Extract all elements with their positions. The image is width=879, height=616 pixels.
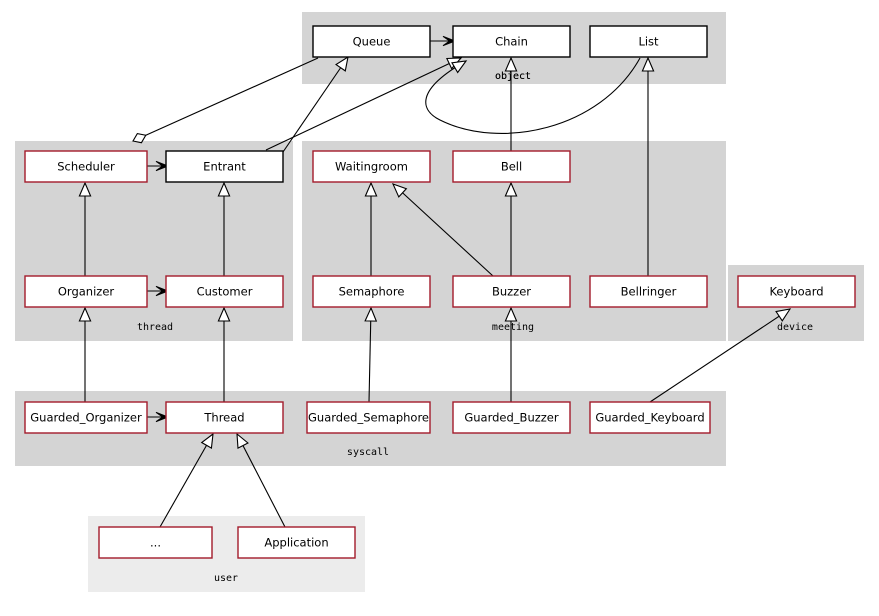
class-box-rect-keyboard[interactable]: [737, 275, 856, 308]
edge-list-curve-to-chain: [425, 57, 641, 134]
generalization-arrowhead-organizer-inherits-scheduler: [78, 181, 92, 197]
class-box-rect-customer[interactable]: [165, 275, 284, 308]
class-box-entrant[interactable]: Entrant: [165, 150, 284, 183]
class-box-application[interactable]: Application: [237, 526, 356, 559]
class-box-rect-guarded_keyboard[interactable]: [589, 401, 711, 434]
class-box-rect-scheduler[interactable]: [24, 150, 148, 183]
class-box-rect-ellipsis[interactable]: [98, 526, 213, 559]
class-label-thread: Thread: [203, 411, 244, 425]
class-box-rect-bellringer[interactable]: [589, 275, 708, 308]
edge-guardedkeyboard-inherits-keyboard: [649, 308, 791, 403]
generalization-arrowhead-buzzer-inherits-bell: [504, 181, 518, 197]
generalization-arrowhead-semaphore-inherits-waitingroom: [364, 181, 378, 197]
class-label-scheduler: Scheduler: [57, 160, 115, 174]
class-label-organizer: Organizer: [58, 285, 115, 299]
class-box-rect-guarded_semaphore[interactable]: [306, 401, 431, 434]
class-box-bell[interactable]: Bell: [452, 150, 571, 183]
generalization-arrowhead-guardedbuzzer-inherits-buzzer: [504, 306, 518, 322]
class-box-rect-guarded_organizer[interactable]: [24, 401, 148, 434]
class-box-guarded_organizer[interactable]: Guarded_Organizer: [24, 401, 148, 434]
package-label-object: object: [495, 71, 531, 82]
generalization-arrowhead-customer-inherits-entrant: [217, 181, 231, 197]
package-label-meeting: meeting: [492, 322, 534, 333]
generalization-arrowhead-application-inherits-thread: [236, 432, 249, 449]
class-label-bell: Bell: [501, 160, 522, 174]
class-box-customer[interactable]: Customer: [165, 275, 284, 308]
relationships-layer: object: [78, 35, 792, 528]
edge-scheduler-aggregates-queue: [132, 57, 319, 142]
edge-application-inherits-thread: [236, 433, 286, 528]
aggregation-diamond-scheduler-aggregates-queue: [132, 132, 147, 144]
class-box-rect-organizer[interactable]: [24, 275, 148, 308]
class-label-customer: Customer: [197, 285, 253, 299]
generalization-arrowhead-thread-inherits-customer: [217, 306, 231, 322]
class-box-rect-buzzer[interactable]: [452, 275, 571, 308]
class-box-rect-queue[interactable]: [312, 25, 431, 58]
edge-entrant-inherits-queue: [282, 56, 349, 153]
class-box-queue[interactable]: Queue: [312, 25, 431, 58]
generalization-arrowhead-ellipsis-inherits-thread: [200, 432, 214, 449]
generalization-arrowhead-guardedorganizer-inherits-organizer: [78, 306, 92, 322]
class-label-queue: Queue: [353, 35, 391, 49]
class-box-chain[interactable]: Chain: [452, 25, 571, 58]
class-box-bellringer[interactable]: Bellringer: [589, 275, 708, 308]
generalization-arrowhead-entrant-inherits-queue: [335, 55, 349, 72]
class-label-guarded_keyboard: Guarded_Keyboard: [595, 411, 704, 425]
class-box-semaphore[interactable]: Semaphore: [312, 275, 431, 308]
edge-guardedsemaphore-inherits-semaphore: [368, 307, 372, 403]
edge-buzzer-inherits-waitingroom: [392, 183, 494, 277]
class-box-keyboard[interactable]: Keyboard: [737, 275, 856, 308]
class-box-guarded_semaphore[interactable]: Guarded_Semaphore: [306, 401, 431, 434]
class-label-semaphore: Semaphore: [339, 285, 405, 299]
class-label-waitingroom: Waitingroom: [335, 160, 408, 174]
class-box-rect-guarded_buzzer[interactable]: [452, 401, 571, 434]
class-label-buzzer: Buzzer: [492, 285, 531, 299]
class-box-waitingroom[interactable]: Waitingroom: [312, 150, 431, 183]
class-box-guarded_keyboard[interactable]: Guarded_Keyboard: [589, 401, 711, 434]
generalization-arrowhead-list-curve-to-chain: [451, 60, 468, 74]
generalization-arrowhead-buzzer-inherits-waitingroom: [391, 183, 408, 198]
class-box-ellipsis[interactable]: ...: [98, 526, 213, 559]
generalization-arrowhead-bell-inherits-chain: [504, 56, 518, 72]
class-box-thread[interactable]: Thread: [165, 401, 284, 434]
class-label-guarded_buzzer: Guarded_Buzzer: [464, 411, 559, 425]
class-box-list[interactable]: List: [589, 25, 708, 58]
class-box-organizer[interactable]: Organizer: [24, 275, 148, 308]
class-box-scheduler[interactable]: Scheduler: [24, 150, 148, 183]
edge-entrant-inherits-chain: [265, 57, 462, 151]
class-label-bellringer: Bellringer: [621, 285, 677, 299]
generalization-arrowhead-bellringer-inherits-list: [641, 56, 655, 72]
package-labels-layer: object thread meeting device syscall user: [137, 71, 813, 584]
package-label-syscall: syscall: [347, 447, 389, 458]
class-box-rect-entrant[interactable]: [165, 150, 284, 183]
class-box-rect-chain[interactable]: [452, 25, 571, 58]
class-box-guarded_buzzer[interactable]: Guarded_Buzzer: [452, 401, 571, 434]
class-box-rect-application[interactable]: [237, 526, 356, 559]
class-label-ellipsis: ...: [150, 536, 161, 550]
class-box-buzzer[interactable]: Buzzer: [452, 275, 571, 308]
class-label-chain: Chain: [495, 35, 528, 49]
package-label-device: device: [777, 322, 813, 333]
generalization-arrowhead-guardedsemaphore-inherits-semaphore: [364, 306, 378, 322]
class-label-guarded_organizer: Guarded_Organizer: [30, 411, 142, 425]
class-box-rect-waitingroom[interactable]: [312, 150, 431, 183]
class-box-rect-list[interactable]: [589, 25, 708, 58]
class-box-rect-thread[interactable]: [165, 401, 284, 434]
class-label-list: List: [638, 35, 659, 49]
package-label-user: user: [214, 573, 238, 584]
class-label-keyboard: Keyboard: [769, 285, 823, 299]
class-box-rect-semaphore[interactable]: [312, 275, 431, 308]
class-label-entrant: Entrant: [203, 160, 246, 174]
package-label-thread: thread: [137, 322, 173, 333]
class-box-rect-bell[interactable]: [452, 150, 571, 183]
edge-label-object-edge-label: object: [495, 71, 531, 82]
class-label-application: Application: [264, 536, 328, 550]
generalization-arrowhead-guardedkeyboard-inherits-keyboard: [775, 308, 792, 322]
edge-ellipsis-inherits-thread: [159, 433, 214, 528]
class-label-guarded_semaphore: Guarded_Semaphore: [308, 411, 429, 425]
